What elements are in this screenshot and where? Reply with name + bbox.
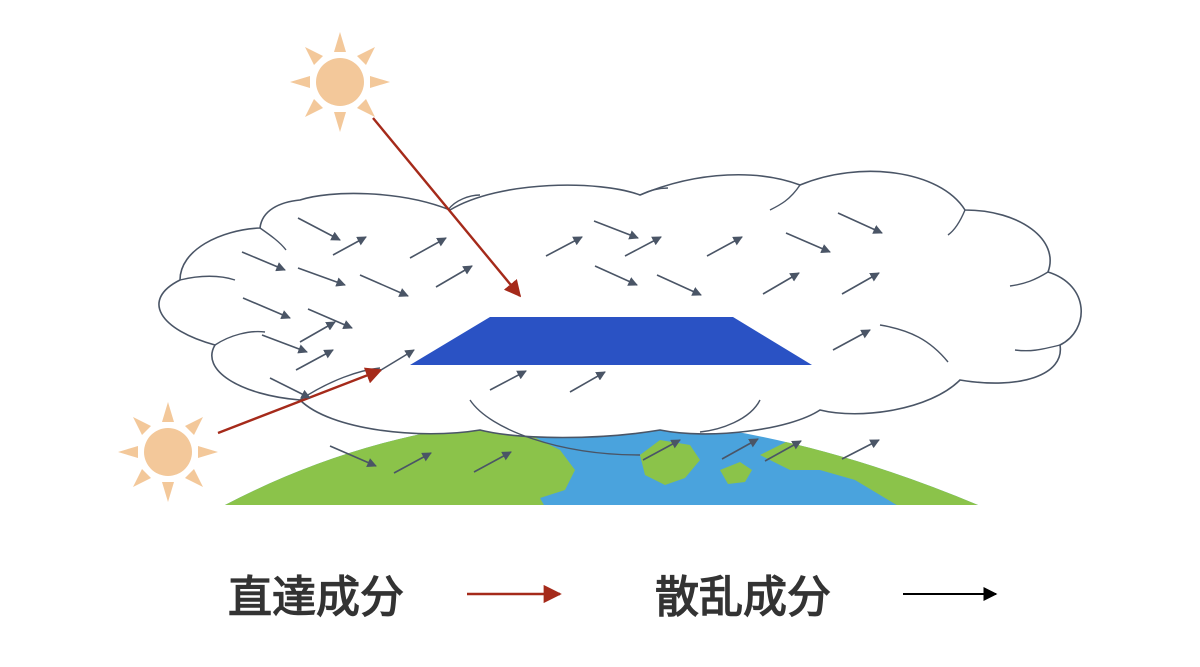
scatter-arrow: [837, 212, 883, 234]
scatter-arrow: [242, 297, 291, 320]
scatter-arrow: [832, 329, 871, 351]
scatter-arrow: [297, 217, 341, 241]
scatter-arrow: [269, 377, 311, 399]
scatter-arrow: [261, 334, 308, 354]
scatter-arrow: [380, 349, 415, 371]
scatter-arrow: [841, 272, 880, 295]
scatter-arrow: [489, 370, 527, 391]
scatter-arrow: [764, 440, 802, 462]
scatter-arrow: [762, 272, 800, 295]
scatter-arrow: [841, 439, 880, 460]
land-center: [640, 440, 700, 485]
scatter-arrow: [241, 251, 286, 272]
scatter-arrow: [393, 452, 432, 474]
scattered-arrows: [241, 212, 883, 474]
scatter-arrow: [409, 237, 447, 259]
scatter-arrow: [545, 236, 583, 257]
direct-beam-top: [372, 117, 522, 298]
scatter-arrow: [307, 308, 353, 329]
scatter-arrow: [329, 445, 377, 467]
scatter-arrow: [593, 220, 639, 240]
scatter-arrow: [785, 232, 831, 253]
scatter-arrow: [473, 451, 512, 473]
direct-beam-left: [217, 367, 383, 435]
solar-panel: [410, 317, 812, 365]
sun-left-icon: [118, 402, 218, 502]
legend-scattered-label: 散乱成分: [655, 572, 831, 623]
legend-direct-label: 直達成分: [228, 572, 404, 623]
scatter-arrow: [721, 438, 759, 460]
scatter-arrow: [359, 274, 409, 297]
scatter-arrow: [569, 371, 606, 393]
scatter-arrow: [624, 236, 662, 257]
land-east: [760, 438, 978, 505]
scatter-arrow: [656, 274, 702, 296]
scatter-arrow: [332, 236, 367, 256]
scatter-arrow: [295, 349, 334, 371]
scatter-arrow: [299, 321, 336, 343]
legend: 直達成分 散乱成分: [228, 572, 998, 623]
scatter-arrow: [297, 267, 346, 287]
scatter-arrow: [642, 439, 681, 461]
scatter-arrow: [435, 265, 473, 288]
scatter-arrow: [706, 236, 743, 257]
scatter-arrow: [594, 265, 638, 286]
cloud: [158, 170, 1082, 439]
sun-top-icon: [290, 32, 390, 132]
land-island: [720, 462, 752, 484]
